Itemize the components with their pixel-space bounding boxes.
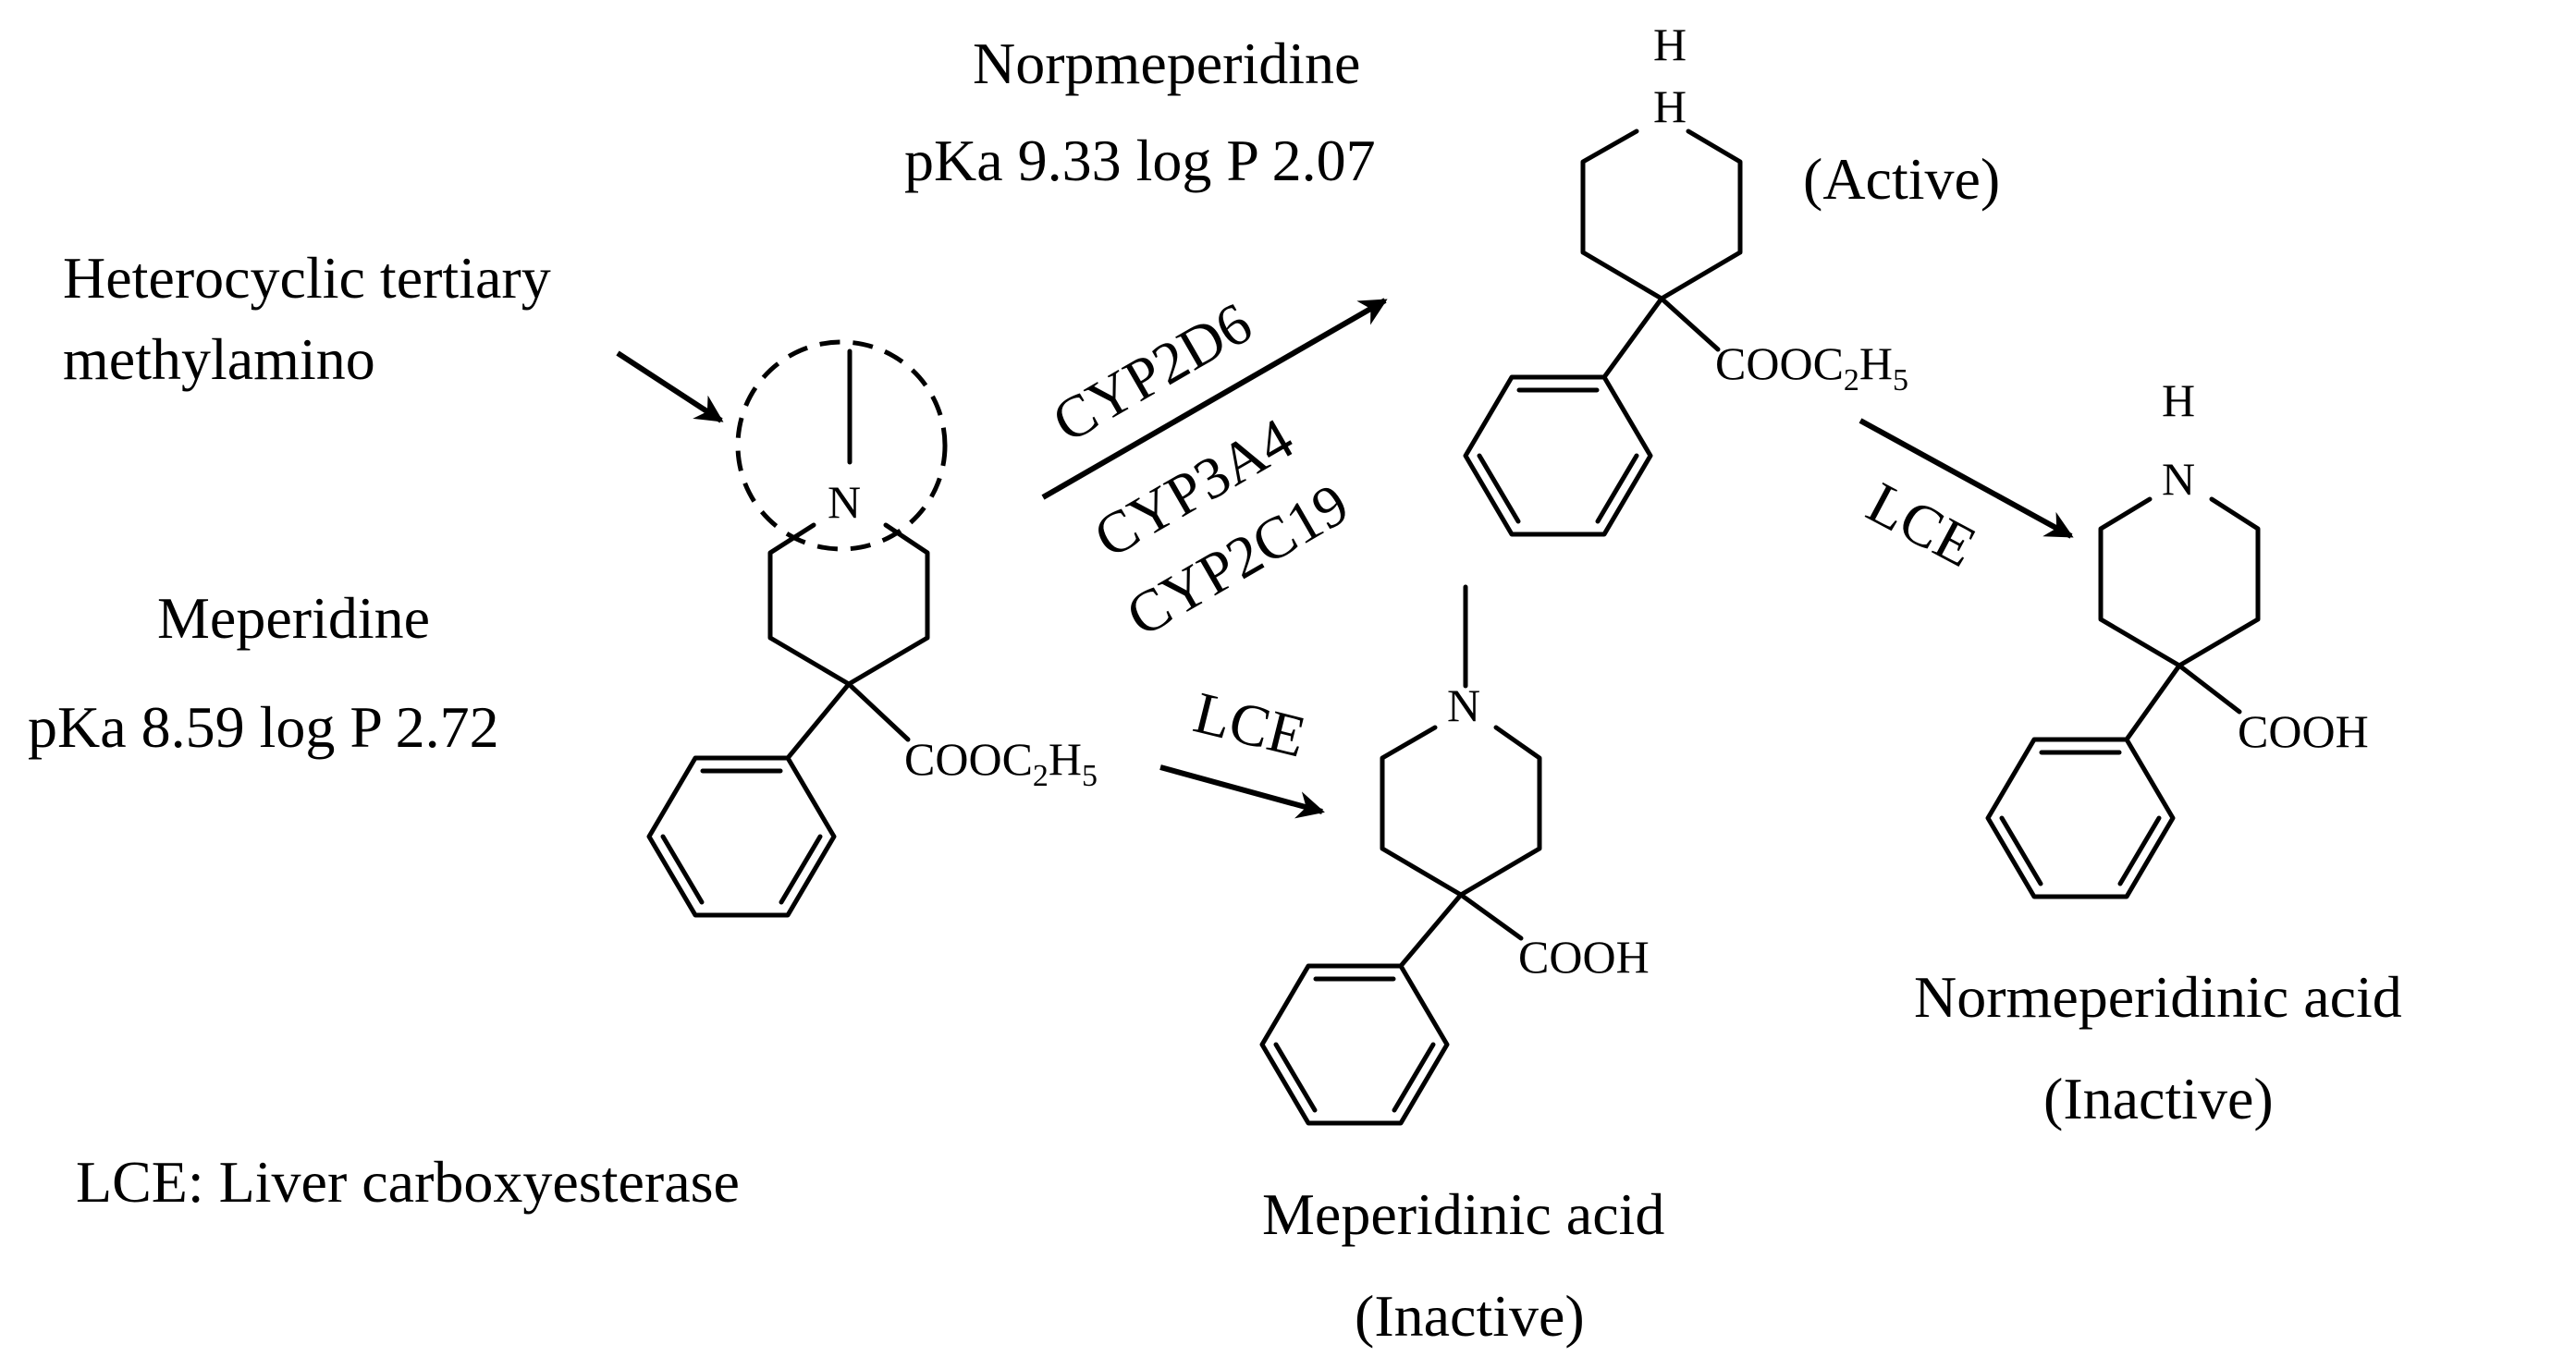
meperidinic-phenyl-double-3 [1273,1042,1318,1113]
phenyl-ring [646,755,837,918]
enzyme-lce-lower: LCE [1188,679,1312,770]
norp-phenyl-ring [1463,374,1653,537]
highlight-circle [735,339,948,552]
meperidinic-acid-bond [1458,892,1524,941]
lce-arrow-lower [1159,764,1325,819]
phenyl-link [785,681,852,761]
normeperidinic-phenyl-ring [1985,737,2176,899]
normeperidinic-piperidine-ring [2098,496,2261,668]
normeperidinic-acid-name: Normeperidinic acid [1914,964,2402,1030]
norpmeperidine-h-top: H [1653,18,1687,70]
annotation-line1: Heterocyclic tertiary [63,245,551,311]
norpmeperidine-h-label: H [1653,80,1687,132]
normeperidinic-phenyl-double-3 [1999,815,2043,886]
meperidine-props: pKa 8.59 log P 2.72 [28,694,499,760]
normeperidinic-acid-bond [2177,663,2242,715]
meperidinic-acid-structure: N COOH [1259,584,1650,1126]
norp-phenyl-link [1601,296,1664,380]
meperidinic-phenyl-ring [1259,963,1450,1126]
lce-arrow-upper [1858,418,2074,539]
meperidine-name: Meperidine [157,585,430,651]
normeperidinic-h-label: H [2162,374,2195,426]
phenyl-double-2 [779,834,823,905]
normeperidinic-acid-group: COOH [2238,705,2369,757]
normeperidinic-n-label: N [2162,453,2195,505]
meperidinic-acid-status: (Inactive) [1355,1283,1585,1349]
normeperidinic-acid-structure: H N COOH [1985,374,2369,899]
phenyl-double-3 [660,834,705,905]
cyp-arrow [1041,298,1388,500]
meperidine-n-label: N [828,476,861,528]
legend-lce: LCE: Liver carboxyesterase [76,1149,740,1215]
norpmeperidine-ester: COOC2H5 [1715,337,1908,397]
meperidinic-phenyl-link [1398,892,1464,969]
meperidine-ester: COOC2H5 [904,733,1098,793]
norp-piperidine-ring [1580,128,1743,301]
norpmeperidine-props: pKa 9.33 log P 2.07 [904,128,1376,193]
normeperidinic-phenyl-double-2 [2117,815,2162,886]
norp-ester-bond [1659,296,1721,352]
meperidinic-acid-name: Meperidinic acid [1262,1181,1664,1247]
annotation-arrow [616,350,724,423]
ester-bond [846,681,911,742]
norp-phenyl-double-3 [1477,453,1521,524]
meperidine-structure: N COOC2H5 [646,339,1098,918]
norpmeperidine-structure: H H COOC2H5 [1463,18,1908,537]
norp-phenyl-double-2 [1595,453,1639,524]
enzyme-lce-upper: LCE [1857,470,1986,580]
meperidinic-phenyl-double-2 [1392,1042,1436,1113]
meperidinic-acid-group: COOH [1518,931,1650,983]
norpmeperidine-name: Norpmeperidine [973,31,1360,96]
annotation-line2: methylamino [63,326,375,392]
normeperidinic-phenyl-link [2124,663,2182,742]
normeperidinic-acid-status: (Inactive) [2043,1066,2274,1131]
piperidine-ring [767,522,930,687]
meperidinic-n-label: N [1447,679,1480,731]
norpmeperidine-status: (Active) [1803,146,2000,212]
meperidinic-piperidine-ring [1380,725,1542,898]
